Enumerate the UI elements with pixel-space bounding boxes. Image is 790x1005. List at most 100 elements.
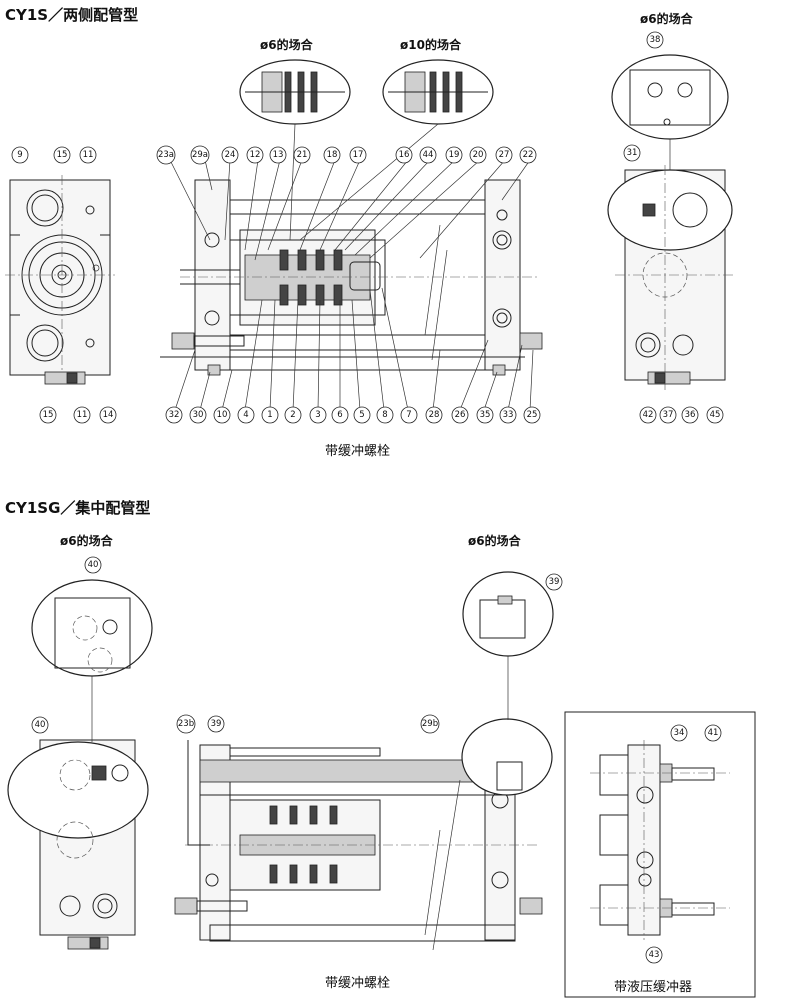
- part-balloon-right-view-2: 42: [639, 406, 657, 424]
- part-balloon-left-view-0: 9: [11, 146, 29, 164]
- svg-text:39: 39: [549, 577, 560, 587]
- svg-text:45: 45: [710, 410, 721, 420]
- svg-text:29b: 29b: [422, 719, 438, 729]
- buffer-panel: [564, 711, 756, 998]
- svg-text:20: 20: [473, 150, 484, 160]
- part-balloon-main-bottom-9: 8: [376, 406, 394, 424]
- part-balloon-right-view-1: 31: [623, 144, 641, 162]
- part-balloon-main-top-1: 29a: [190, 145, 210, 165]
- svg-text:14: 14: [103, 410, 114, 420]
- part-balloon-main-bottom-7: 6: [331, 406, 349, 424]
- part-balloon-right-view-5: 45: [706, 406, 724, 424]
- svg-text:18: 18: [327, 150, 338, 160]
- left-end-view: [5, 175, 115, 385]
- part-balloon-main-top-3: 12: [246, 146, 264, 164]
- svg-text:30: 30: [193, 410, 204, 420]
- detail-label-d6-bottom-left: ø6的场合: [60, 534, 113, 548]
- part-balloon-bottom-main-2: 29b: [420, 714, 440, 734]
- part-balloon-left-view-3: 15: [39, 406, 57, 424]
- part-balloon-bottom-left-1: 40: [31, 716, 49, 734]
- part-balloon-bottom-main-1: 39: [207, 715, 225, 733]
- svg-text:11: 11: [83, 150, 94, 160]
- part-balloon-main-top-4: 13: [269, 146, 287, 164]
- part-balloon-main-bottom-10: 7: [400, 406, 418, 424]
- part-balloon-main-bottom-8: 5: [353, 406, 371, 424]
- part-balloon-main-bottom-13: 35: [476, 406, 494, 424]
- caption-hydraulic-buffer: 带液压缓冲器: [614, 980, 693, 995]
- svg-text:5: 5: [359, 410, 364, 420]
- part-balloon-buffer-1: 41: [704, 724, 722, 742]
- svg-text:44: 44: [423, 150, 434, 160]
- svg-text:15: 15: [43, 410, 54, 420]
- right-end-view: [607, 54, 735, 390]
- svg-text:27: 27: [499, 150, 510, 160]
- part-balloon-main-top-10: 19: [445, 146, 463, 164]
- part-balloon-right-view-4: 36: [681, 406, 699, 424]
- part-balloon-main-top-8: 16: [395, 146, 413, 164]
- detail-label-d10: ø10的场合: [400, 38, 461, 52]
- svg-text:12: 12: [250, 150, 261, 160]
- part-balloon-bottom-left-0: 40: [84, 556, 102, 574]
- svg-text:38: 38: [650, 35, 661, 45]
- svg-text:13: 13: [273, 150, 284, 160]
- svg-text:6: 6: [337, 410, 342, 420]
- part-balloon-main-bottom-12: 26: [451, 406, 469, 424]
- part-balloon-left-view-1: 15: [53, 146, 71, 164]
- svg-text:16: 16: [399, 150, 410, 160]
- part-balloon-main-top-5: 21: [293, 146, 311, 164]
- svg-text:24: 24: [225, 150, 236, 160]
- part-balloon-right-view-3: 37: [659, 406, 677, 424]
- svg-text:35: 35: [480, 410, 491, 420]
- svg-text:3: 3: [315, 410, 320, 420]
- svg-text:31: 31: [627, 148, 638, 158]
- svg-text:2: 2: [290, 410, 295, 420]
- svg-text:42: 42: [643, 410, 654, 420]
- part-balloon-bottom-main-0: 23b: [176, 714, 196, 734]
- svg-text:32: 32: [169, 410, 180, 420]
- svg-text:40: 40: [88, 560, 99, 570]
- svg-text:7: 7: [406, 410, 411, 420]
- svg-text:40: 40: [35, 720, 46, 730]
- svg-text:34: 34: [674, 728, 685, 738]
- svg-text:17: 17: [353, 150, 364, 160]
- caption-cushion-bolt-top: 带缓冲螺栓: [325, 444, 391, 459]
- svg-text:37: 37: [663, 410, 674, 420]
- part-balloon-main-top-0: 23a: [156, 145, 176, 165]
- detail-label-d6-bottom-right: ø6的场合: [468, 534, 521, 548]
- svg-text:41: 41: [708, 728, 719, 738]
- part-balloon-bottom-right-0: 39: [545, 573, 563, 591]
- part-balloon-main-top-7: 17: [349, 146, 367, 164]
- svg-text:28: 28: [429, 410, 440, 420]
- title-cy1s: CY1S／两侧配管型: [5, 6, 139, 24]
- svg-text:26: 26: [455, 410, 466, 420]
- part-balloon-left-view-2: 11: [79, 146, 97, 164]
- svg-text:36: 36: [685, 410, 696, 420]
- part-balloon-main-bottom-11: 28: [425, 406, 443, 424]
- svg-text:39: 39: [211, 719, 222, 729]
- svg-text:9: 9: [17, 150, 22, 160]
- part-balloon-main-bottom-6: 3: [309, 406, 327, 424]
- detail-label-d6-mid: ø6的场合: [260, 38, 313, 52]
- part-balloon-left-view-5: 14: [99, 406, 117, 424]
- svg-text:25: 25: [527, 410, 538, 420]
- svg-text:11: 11: [77, 410, 88, 420]
- part-balloon-main-bottom-4: 1: [261, 406, 279, 424]
- part-balloon-left-view-4: 11: [73, 406, 91, 424]
- part-balloon-main-bottom-3: 4: [237, 406, 255, 424]
- part-balloon-main-bottom-14: 33: [499, 406, 517, 424]
- part-balloon-main-top-9: 44: [419, 146, 437, 164]
- svg-text:33: 33: [503, 410, 514, 420]
- svg-text:8: 8: [382, 410, 387, 420]
- part-balloon-main-top-6: 18: [323, 146, 341, 164]
- svg-text:23a: 23a: [158, 150, 174, 160]
- part-balloon-main-bottom-15: 25: [523, 406, 541, 424]
- bottom-main-view: [174, 571, 554, 951]
- detail-label-d6-right: ø6的场合: [640, 12, 693, 26]
- main-view-top: [160, 59, 543, 411]
- svg-text:21: 21: [297, 150, 308, 160]
- svg-text:22: 22: [523, 150, 534, 160]
- svg-text:4: 4: [243, 410, 248, 420]
- part-balloon-main-bottom-0: 32: [165, 406, 183, 424]
